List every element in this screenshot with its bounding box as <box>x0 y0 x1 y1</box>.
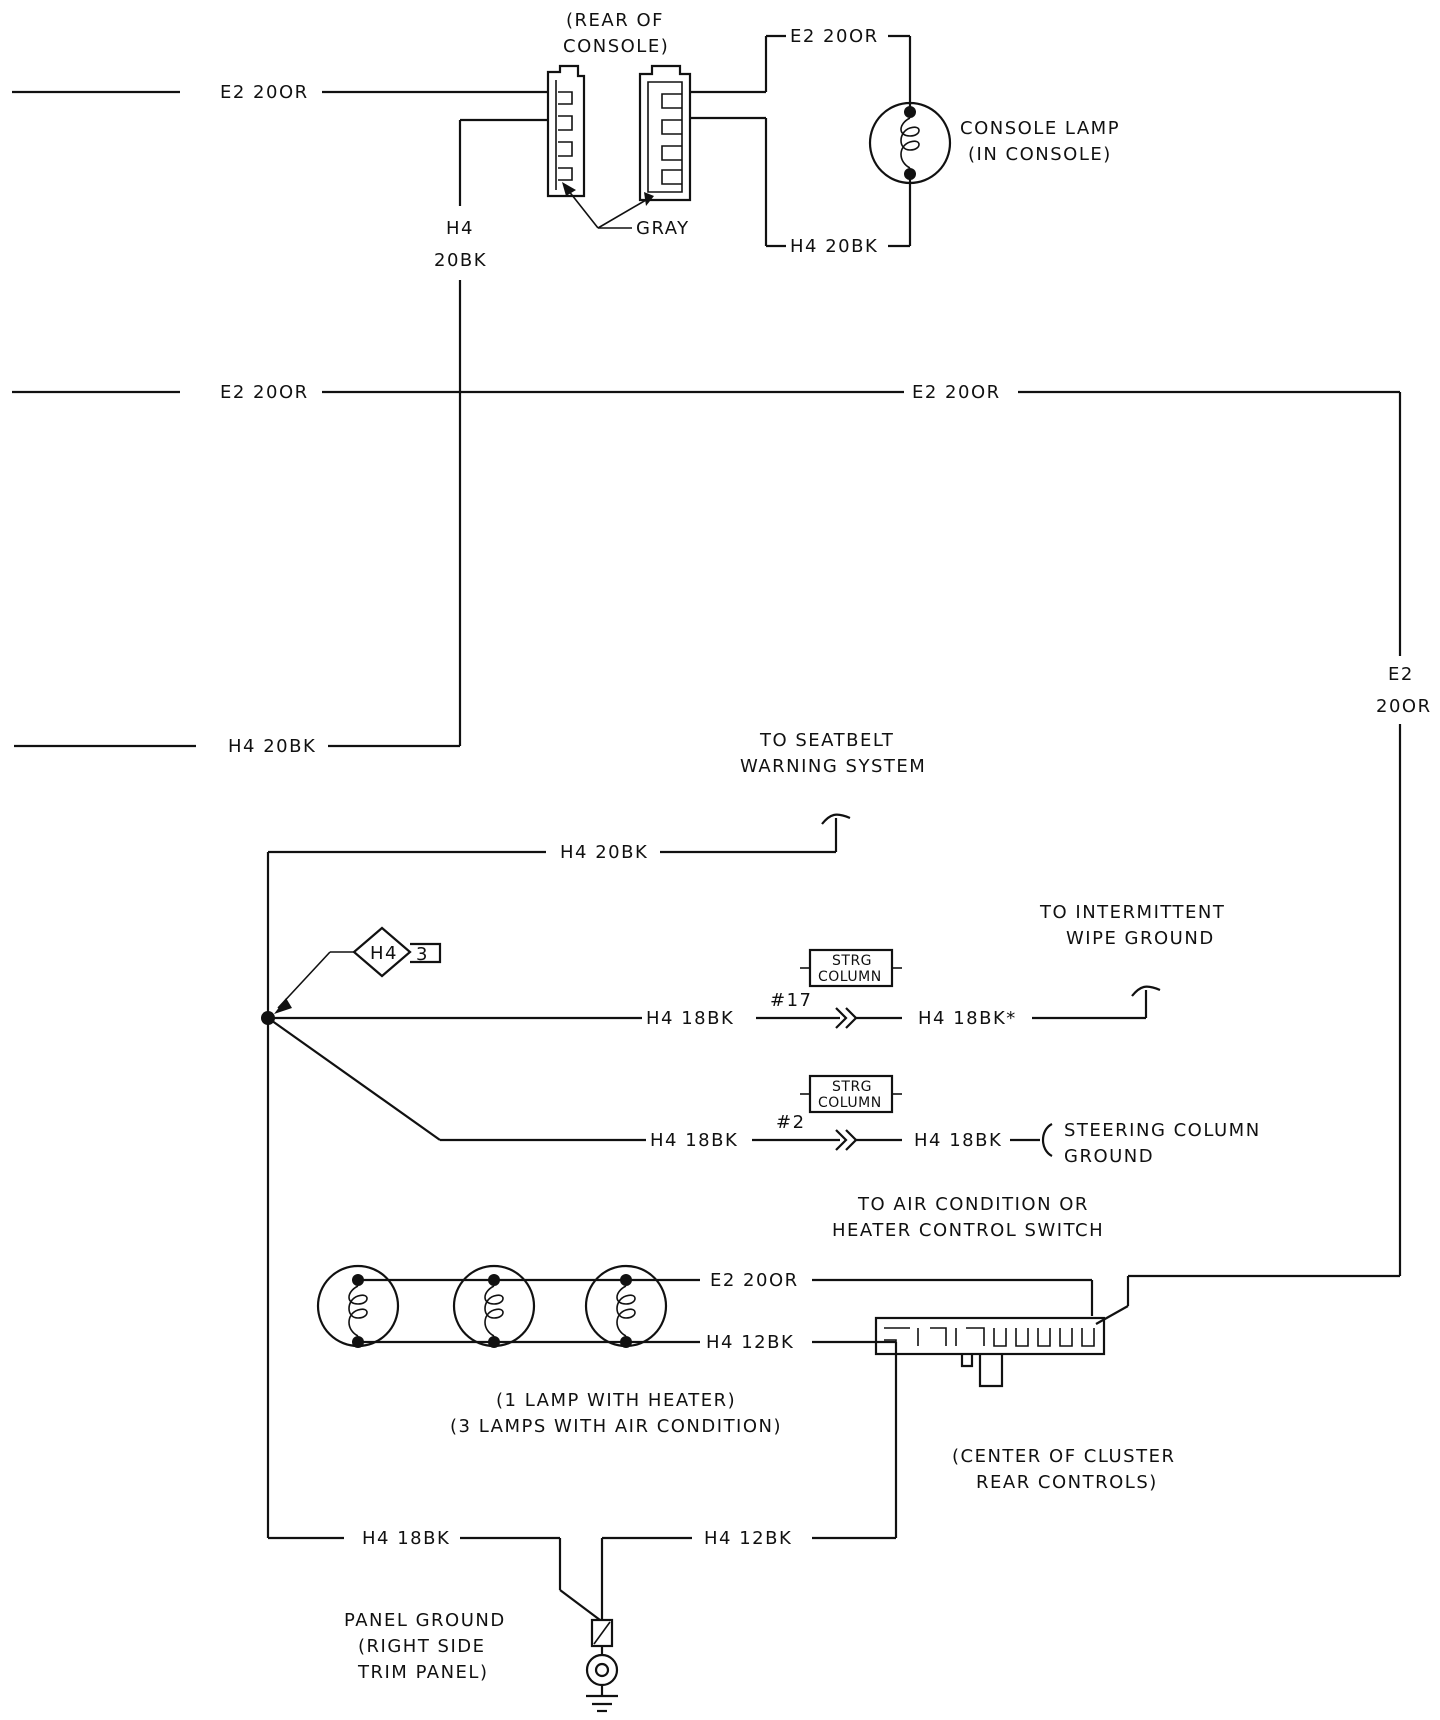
label-ground-right-wire: H4 12BK <box>704 1528 792 1549</box>
label-h4-vert-2: 20BK <box>434 250 487 271</box>
label-pin17: #17 <box>770 990 813 1011</box>
panel-ground-circuit: H4 18BK H4 12BK PANEL GROUND (RIGHT SIDE… <box>268 1342 898 1713</box>
label-steer-gnd-2: GROUND <box>1064 1146 1154 1167</box>
label-panel-gnd-1: PANEL GROUND <box>344 1610 506 1631</box>
cluster-lamps-circuit: TO AIR CONDITION OR HEATER CONTROL SWITC… <box>316 1194 1175 1493</box>
label-lamp-top-wire: E2 20OR <box>790 26 879 47</box>
label-strg-1a: STRG <box>832 953 872 969</box>
label-wipe-wire-right: H4 18BK* <box>918 1008 1017 1029</box>
label-steer-wire-right: H4 18BK <box>914 1130 1002 1151</box>
label-lamps-bottom-wire: H4 12BK <box>706 1332 794 1353</box>
label-ac-2: HEATER CONTROL SWITCH <box>832 1220 1104 1241</box>
wire-label-e2-top: E2 20OR <box>220 82 309 103</box>
label-cluster-2: REAR CONTROLS) <box>976 1472 1158 1493</box>
label-rear-of-console-2: CONSOLE) <box>563 36 669 57</box>
label-h4-left: H4 20BK <box>228 736 316 757</box>
steering-termination-symbol <box>1041 1123 1053 1157</box>
steering-ground-circuit: H4 18BK #2 STRG COLUMN H4 18BK STEERING … <box>267 1017 1261 1167</box>
label-panel-gnd-3: TRIM PANEL) <box>357 1662 488 1683</box>
label-right-vert-1: E2 <box>1388 664 1414 685</box>
label-h4-vert-1: H4 <box>446 218 474 239</box>
gray-callout: GRAY <box>562 182 690 239</box>
label-ground-left-wire: H4 18BK <box>362 1528 450 1549</box>
label-splice-num: 3 <box>416 944 429 965</box>
label-console-lamp-1: CONSOLE LAMP <box>960 118 1120 139</box>
strg-column-box-1: STRG COLUMN <box>800 948 902 988</box>
seatbelt-termination-symbol <box>821 813 851 825</box>
label-splice-id: H4 <box>370 943 398 964</box>
label-ac-1: TO AIR CONDITION OR <box>857 1194 1089 1215</box>
label-steer-gnd-1: STEERING COLUMN <box>1064 1120 1261 1141</box>
seatbelt-circuit: TO SEATBELT WARNING SYSTEM H4 20BK <box>268 730 926 863</box>
wire-e2-to-switch-pin <box>1095 1305 1129 1325</box>
splice-diamond <box>352 926 412 978</box>
label-right-vert-2: 20OR <box>1376 696 1432 717</box>
label-lamp-bottom-wire: H4 20BK <box>790 236 878 257</box>
label-rear-of-console-1: (REAR OF <box>566 10 664 31</box>
ground-symbol <box>585 1618 619 1713</box>
cluster-lamp-1 <box>316 1264 400 1348</box>
label-wipe-wire-left: H4 18BK <box>646 1008 734 1029</box>
cluster-lamp-3 <box>584 1264 668 1348</box>
label-strg-2b: COLUMN <box>818 1095 882 1111</box>
label-lamp-note-2: (3 LAMPS WITH AIR CONDITION) <box>450 1416 782 1437</box>
console-connector-left <box>546 64 586 198</box>
label-e2-mid-right: E2 20OR <box>912 382 1001 403</box>
strg-column-box-2: STRG COLUMN <box>800 1074 902 1114</box>
label-wipe-1: TO INTERMITTENT <box>1039 902 1225 923</box>
console-lamp-symbol <box>868 101 952 185</box>
console-lamp-circuit: E2 20OR (REAR OF CONSOLE) GRAY <box>12 10 1120 746</box>
wire-h4-ground-left-diag <box>559 1589 601 1621</box>
cluster-lamp-2 <box>452 1264 536 1348</box>
splice-h4-3: H4 3 <box>261 852 442 1538</box>
label-strg-2a: STRG <box>832 1079 872 1095</box>
wipe-ground-circuit: TO INTERMITTENT WIPE GROUND H4 18BK #17 … <box>268 902 1225 1029</box>
label-cluster-1: (CENTER OF CLUSTER <box>952 1446 1175 1467</box>
label-wipe-2: WIPE GROUND <box>1066 928 1215 949</box>
e2-main-circuit: E2 20OR E2 20OR E2 20OR <box>12 382 1432 1325</box>
label-panel-gnd-2: (RIGHT SIDE <box>358 1636 486 1657</box>
label-gray: GRAY <box>636 218 690 239</box>
label-seatbelt-2: WARNING SYSTEM <box>740 756 926 777</box>
label-seatbelt-1: TO SEATBELT <box>759 730 894 751</box>
label-lamps-top-wire: E2 20OR <box>710 1270 799 1291</box>
label-e2-mid-left: E2 20OR <box>220 382 309 403</box>
label-steer-wire-left: H4 18BK <box>650 1130 738 1151</box>
label-lamp-note-1: (1 LAMP WITH HEATER) <box>496 1390 736 1411</box>
label-pin2: #2 <box>776 1112 806 1133</box>
label-console-lamp-2: (IN CONSOLE) <box>968 144 1112 165</box>
console-connector-right <box>638 64 692 202</box>
wipe-termination-symbol <box>1131 985 1161 997</box>
wire-h4-steer-diagonal <box>267 1017 441 1141</box>
label-seatbelt-wire: H4 20BK <box>560 842 648 863</box>
control-switch-connector <box>874 1316 1106 1388</box>
label-strg-1b: COLUMN <box>818 969 882 985</box>
